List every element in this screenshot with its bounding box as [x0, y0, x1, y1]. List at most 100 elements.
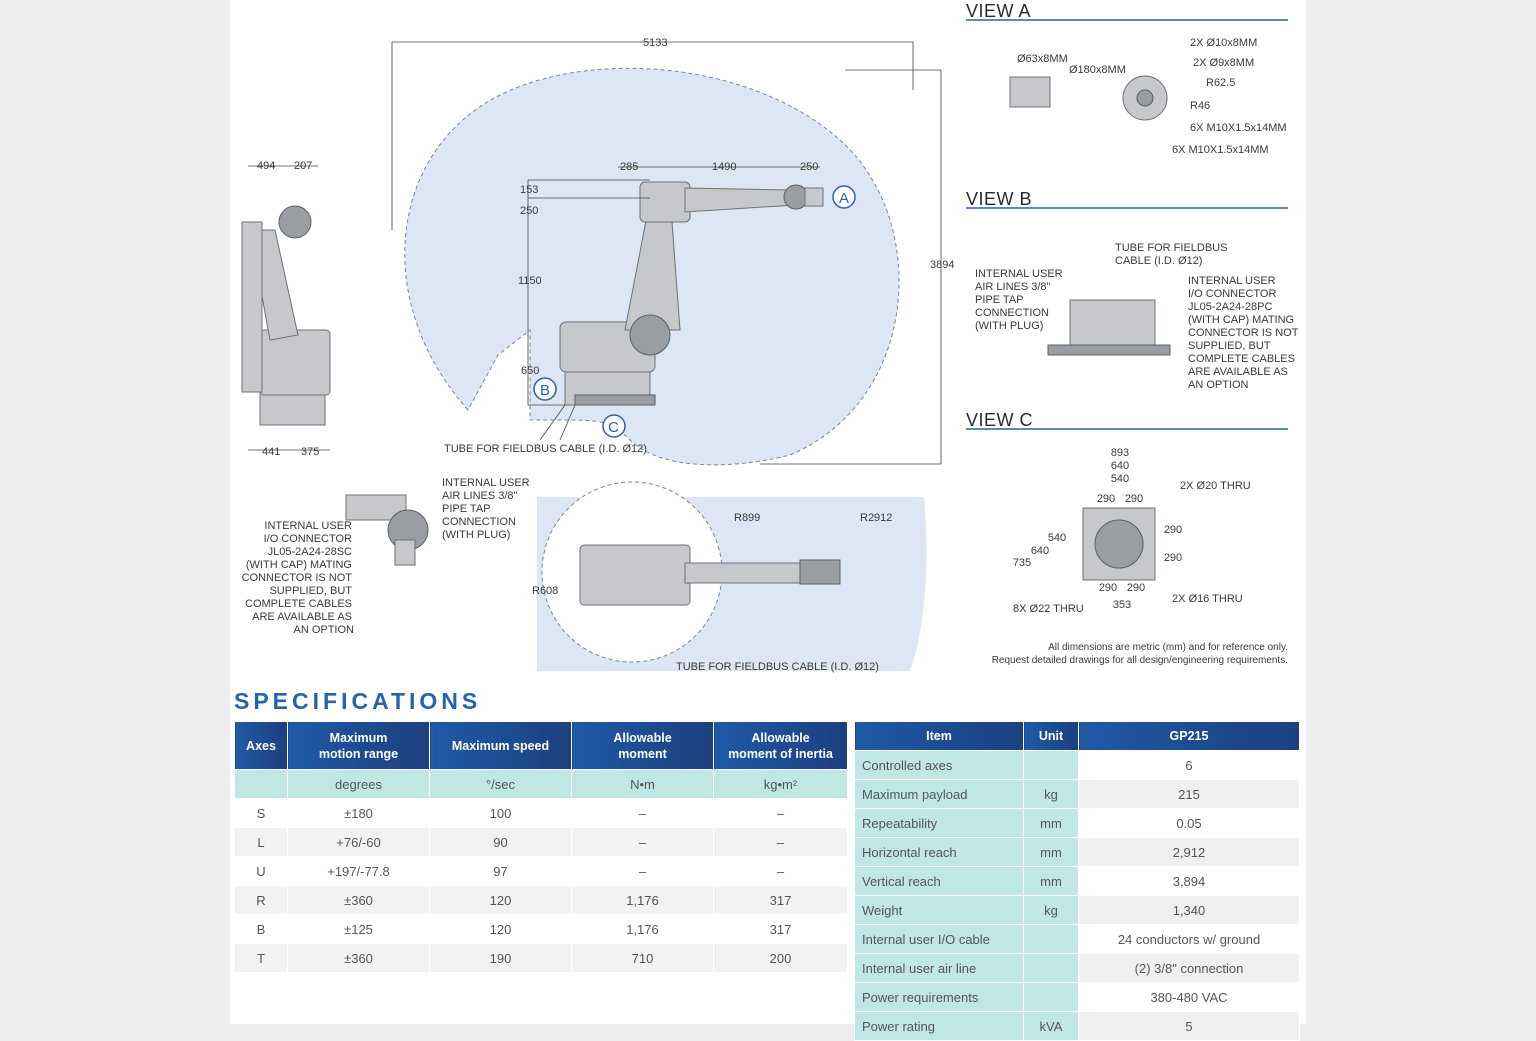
top-plan-view: R899 R2912 R608 TUBE FOR FIELDBUS CABLE … — [532, 481, 927, 673]
dim-153: 153 — [520, 184, 538, 196]
view-c-dim-540: 540 — [1111, 473, 1129, 485]
detail-connector — [394, 539, 416, 566]
axis-cell: B — [234, 914, 288, 944]
axes-header-allowable-moment: Allowable moment — [571, 721, 714, 770]
item-value: 5 — [1078, 1011, 1300, 1041]
view-a: VIEW A Ø63x8MM Ø180x8MM 2X Ø10x8MM 2X Ø9… — [966, 1, 1288, 156]
table-cell: +197/-77.8 — [287, 856, 430, 886]
axis-cell: L — [234, 827, 288, 857]
view-b-io-2: I/O CONNECTOR — [1188, 288, 1276, 300]
unit-cell: kg•m² — [713, 769, 848, 799]
axis-cell: T — [234, 943, 288, 973]
axis-cell: S — [234, 798, 288, 828]
view-c-thru-22: 8X Ø22 THRU — [1013, 603, 1084, 615]
table-row: T ±360 190 710 200 — [234, 943, 848, 973]
view-c: VIEW C 893 640 540 290 290 290 290 540 6… — [966, 410, 1288, 615]
item-label: Controlled axes — [854, 750, 1024, 780]
view-a-label-6: R46 — [1190, 100, 1210, 112]
view-a-label-7: 6X M10X1.5x14MM — [1190, 122, 1287, 134]
dim-overall-width: 5133 — [643, 37, 667, 49]
item-label: Maximum payload — [854, 779, 1024, 809]
main-tube-label: TUBE FOR FIELDBUS CABLE (I.D. Ø12) — [444, 443, 647, 455]
table-row: Power requirements 380-480 VAC — [854, 982, 1300, 1012]
table-cell: 317 — [713, 885, 848, 915]
view-a-label-5: R62.5 — [1206, 77, 1235, 89]
dim-285: 285 — [620, 161, 638, 173]
view-b-air-3: PIPE TAP — [975, 294, 1024, 306]
view-c-title: VIEW C — [966, 410, 1033, 430]
side-dim-441: 441 — [262, 446, 280, 458]
view-a-label-4: 2X Ø9x8MM — [1193, 57, 1254, 69]
robot-base-plate — [574, 394, 656, 406]
view-c-dim-893: 893 — [1111, 447, 1129, 459]
view-c-dim-735: 735 — [1013, 557, 1031, 569]
table-row: S ±180 100 – – — [234, 798, 848, 828]
detail-io-line-6: SUPPLIED, BUT — [269, 585, 352, 597]
table-row: Vertical reach mm 3,894 — [854, 866, 1300, 896]
table-cell: – — [713, 798, 848, 828]
table-cell: ±125 — [287, 914, 430, 944]
unit-cell: °/sec — [429, 769, 572, 799]
callout-c: C — [608, 419, 619, 436]
view-c-dim-290c: 290 — [1164, 524, 1182, 536]
robot-flange — [804, 187, 824, 207]
view-a-title: VIEW A — [966, 1, 1031, 21]
item-label: Power requirements — [854, 982, 1024, 1012]
detail-io-line-9: AN OPTION — [293, 624, 354, 636]
detail-io-line-8: ARE AVAILABLE AS — [252, 611, 352, 623]
view-c-dim-640: 640 — [1111, 460, 1129, 472]
specifications-title: SPECIFICATIONS — [234, 688, 482, 714]
callout-c-circle — [602, 414, 626, 438]
detail-air-line-5: (WITH PLUG) — [442, 529, 510, 541]
connector-detail-view: INTERNAL USER AIR LINES 3/8" PIPE TAP CO… — [242, 477, 530, 636]
detail-air-line-3: PIPE TAP — [442, 503, 491, 515]
dim-overall-height: 3894 — [930, 259, 954, 271]
table-cell: +76/-60 — [287, 827, 430, 857]
detail-air-line-2: AIR LINES 3/8" — [442, 490, 518, 502]
table-row: Power rating kVA 5 — [854, 1011, 1300, 1041]
view-b-tube-1: TUBE FOR FIELDBUS — [1115, 242, 1227, 254]
table-row: R ±360 120 1,176 317 — [234, 885, 848, 915]
item-value: (2) 3/8" connection — [1078, 953, 1300, 983]
robot-wrist — [783, 184, 809, 210]
table-row: L +76/-60 90 – – — [234, 827, 848, 857]
table-row: Horizontal reach mm 2,912 — [854, 837, 1300, 867]
top-robot-wrist — [799, 559, 841, 585]
item-value: 24 conductors w/ ground — [1078, 924, 1300, 954]
axes-header-max-speed: Maximum speed — [429, 721, 572, 770]
view-b-io-8: ARE AVAILABLE AS — [1188, 366, 1288, 378]
detail-io-line-1: INTERNAL USER — [264, 520, 352, 532]
dim-250-vertical: 250 — [520, 205, 538, 217]
axes-header-axes: Axes — [234, 721, 288, 770]
table-cell: 100 — [429, 798, 572, 828]
side-dim-207: 207 — [294, 160, 312, 172]
table-cell: – — [713, 827, 848, 857]
top-robot-body — [579, 544, 691, 606]
dim-1150: 1150 — [518, 275, 542, 287]
view-b-io-7: COMPLETE CABLES — [1188, 353, 1295, 365]
table-row: Weight kg 1,340 — [854, 895, 1300, 925]
item-value: 1,340 — [1078, 895, 1300, 925]
view-a-label-3: 2X Ø10x8MM — [1190, 37, 1257, 49]
view-c-thru-16: 2X Ø16 THRU — [1172, 593, 1243, 605]
table-row: Repeatability mm 0.05 — [854, 808, 1300, 838]
view-c-dim-290a: 290 — [1097, 493, 1115, 505]
table-row: Internal user I/O cable 24 conductors w/… — [854, 924, 1300, 954]
view-b: VIEW B TUBE FOR FIELDBUS CABLE (I.D. Ø12… — [966, 189, 1299, 391]
view-a-side-flange — [1009, 76, 1051, 108]
table-cell: 1,176 — [571, 914, 714, 944]
table-cell: 120 — [429, 885, 572, 915]
axes-units-row: degrees °/sec N•m kg•m² — [234, 769, 848, 799]
item-unit — [1023, 750, 1079, 780]
item-value: 380-480 VAC — [1078, 982, 1300, 1012]
table-row: U +197/-77.8 97 – – — [234, 856, 848, 886]
item-unit — [1023, 982, 1079, 1012]
item-value: 2,912 — [1078, 837, 1300, 867]
view-a-label-8: 6X M10X1.5x14MM — [1172, 144, 1269, 156]
axis-cell: R — [234, 885, 288, 915]
robot-shoulder — [629, 314, 671, 356]
view-b-base — [1069, 299, 1156, 353]
table-cell: – — [571, 798, 714, 828]
view-b-io-3: JL05-2A24-28PC — [1188, 301, 1272, 313]
disclaimer-line-2: Request detailed drawings for all design… — [991, 655, 1288, 666]
